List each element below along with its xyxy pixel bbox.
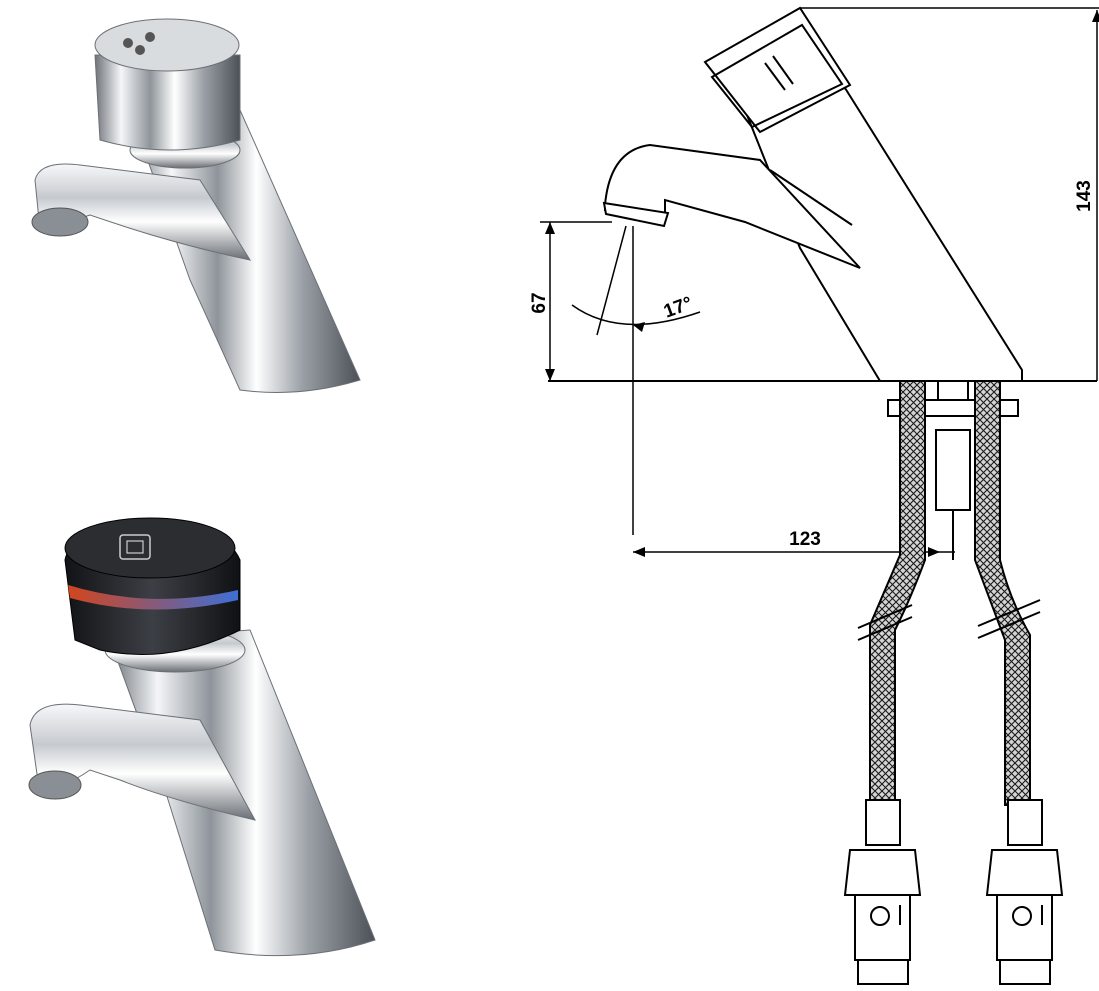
- dim-label-67: 67: [529, 292, 550, 313]
- tap-aerator: [31, 207, 89, 237]
- arrow-icon: [1092, 10, 1099, 22]
- temperature-indicator: [68, 585, 238, 610]
- tap-body-chrome: [109, 629, 376, 957]
- cap-logo-icon: [126, 540, 144, 554]
- right-crimp-ferrule: [1007, 799, 1043, 846]
- right-valve-body: [996, 894, 1053, 961]
- tap-button-dot: [135, 45, 145, 55]
- hose-break-mark: [977, 611, 1041, 639]
- arrow-icon: [928, 547, 940, 557]
- tap-head-outline: [703, 6, 852, 134]
- left-hose: [869, 380, 926, 806]
- aerator-outline: [602, 201, 670, 228]
- tap-button-top: [94, 18, 240, 72]
- arrow-icon: [633, 322, 645, 332]
- tap-button: [94, 54, 241, 151]
- fixing-nut: [935, 429, 971, 511]
- spout-outline: [604, 143, 861, 269]
- left-crimp-ferrule: [865, 799, 901, 846]
- hose-break-mark: [857, 604, 913, 629]
- tap-head-slot: [764, 62, 786, 91]
- cap-logo-icon: [119, 534, 151, 560]
- tap-head-slot: [772, 55, 794, 85]
- hose-break-mark: [857, 616, 913, 641]
- body-detail-line: [769, 169, 853, 226]
- arrow-icon: [633, 547, 645, 557]
- dim-label-17-deg: 17°: [661, 293, 695, 323]
- right-hex-nut: [985, 849, 1064, 896]
- dim-label-143: 143: [1074, 180, 1095, 212]
- right-valve-screw-icon: [1012, 906, 1032, 926]
- dim-label-123: 123: [789, 529, 821, 550]
- left-hex-nut: [843, 849, 922, 896]
- tap-button-dot: [123, 38, 133, 48]
- left-valve-body: [854, 894, 911, 961]
- technical-drawing: [540, 6, 1099, 985]
- right-thread-end: [999, 959, 1051, 985]
- tap-button-dot: [145, 32, 155, 42]
- tap-head-inner: [710, 23, 844, 129]
- chrome-push-tap-photo: [31, 18, 361, 393]
- arrow-icon: [545, 222, 555, 234]
- left-thread-end: [857, 959, 909, 985]
- angle-jet-line: [596, 225, 627, 336]
- tap-aerator: [28, 770, 82, 800]
- hose-break-mark: [977, 599, 1041, 627]
- black-cap-push-tap-photo: [28, 517, 376, 957]
- angle-arc: [571, 304, 701, 326]
- arrow-icon: [545, 369, 555, 381]
- left-valve-screw-icon: [870, 906, 890, 926]
- right-hose: [974, 380, 1031, 806]
